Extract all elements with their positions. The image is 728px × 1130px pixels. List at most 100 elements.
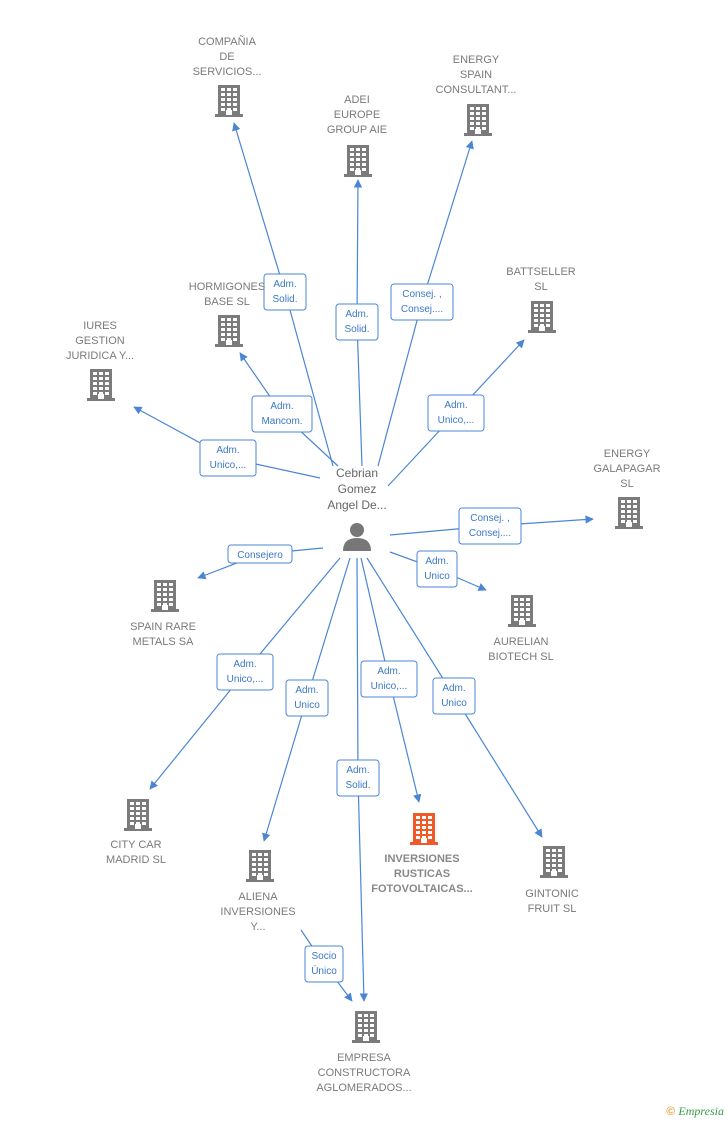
- node-label-empresa[interactable]: EMPRESA: [337, 1052, 391, 1064]
- edge-label-aurelian[interactable]: Adm.Unico: [416, 550, 458, 588]
- edge-label-adei[interactable]: Adm.Solid.: [335, 303, 379, 341]
- building-icon-inversiones[interactable]: [410, 813, 438, 845]
- node-label-empresa[interactable]: CONSTRUCTORA: [318, 1067, 411, 1079]
- building-icon-spain_rare[interactable]: [151, 580, 179, 612]
- node-label-city_car[interactable]: CITY CAR: [110, 839, 161, 851]
- node-label-inversiones[interactable]: FOTOVOLTAICAS...: [371, 883, 472, 895]
- edge-label-text: Mancom.: [261, 416, 302, 427]
- edge-label-city_car[interactable]: Adm.Unico,...: [216, 653, 274, 691]
- edge-label-empresa[interactable]: Adm.Solid.: [336, 759, 380, 797]
- node-label-adei[interactable]: GROUP AIE: [327, 124, 387, 136]
- building-icon-compania[interactable]: [215, 85, 243, 117]
- node-label-compania[interactable]: SERVICIOS...: [193, 66, 262, 78]
- edge-label-iures[interactable]: Adm. Unico,...: [199, 439, 257, 477]
- node-label-spain_rare[interactable]: METALS SA: [133, 636, 195, 648]
- node-label-hormigones[interactable]: HORMIGONES: [189, 281, 265, 293]
- footer-brand[interactable]: © Empresia: [666, 1104, 724, 1119]
- node-label-iures[interactable]: GESTION: [75, 335, 125, 347]
- center-person-label[interactable]: Angel De...: [327, 498, 386, 512]
- edge-label-text: Unico: [441, 698, 467, 709]
- nodes-layer: COMPAÑIA DE SERVICIOS... ADEI EUROPE GROUP AI…: [66, 35, 661, 1094]
- center-person-label[interactable]: Cebrian: [336, 466, 378, 480]
- node-label-hormigones[interactable]: BASE SL: [204, 296, 250, 308]
- node-label-aurelian[interactable]: AURELIAN: [493, 636, 548, 648]
- node-label-energy_spain[interactable]: SPAIN: [460, 69, 492, 81]
- building-icon-hormigones[interactable]: [215, 315, 243, 347]
- edge-label-text: Adm.: [270, 401, 293, 412]
- edge-label-gintonic[interactable]: Adm. Unico: [432, 677, 476, 715]
- edge-label-text: Adm.: [444, 400, 467, 411]
- node-label-aliena[interactable]: ALIENA: [238, 891, 278, 903]
- building-icon-aurelian[interactable]: [508, 595, 536, 627]
- edge-label-inversiones[interactable]: Adm. Unico,...: [360, 660, 418, 698]
- brand-first-letter: E: [678, 1104, 686, 1118]
- building-icon-city_car[interactable]: [124, 799, 152, 831]
- edge-label-text: Adm.: [346, 765, 369, 776]
- node-label-aliena[interactable]: Y...: [250, 921, 265, 933]
- edge-label-energy_galapagar[interactable]: Consej. , Consej....: [458, 507, 522, 545]
- node-label-gintonic[interactable]: FRUIT SL: [528, 903, 577, 915]
- edge-label-text: Adm.: [377, 666, 400, 677]
- building-icon-aliena[interactable]: [246, 850, 274, 882]
- building-icon-energy_galapagar[interactable]: [615, 497, 643, 529]
- node-label-energy_galapagar[interactable]: ENERGY: [604, 448, 651, 460]
- node-label-energy_spain[interactable]: CONSULTANT...: [436, 84, 517, 96]
- edge-label-text: Adm.: [345, 309, 368, 320]
- edge-label-text: Consej. ,: [470, 513, 509, 524]
- edge-label-text: Consej....: [401, 304, 443, 315]
- node-label-adei[interactable]: ADEI: [344, 94, 370, 106]
- node-label-aliena[interactable]: INVERSIONES: [220, 906, 295, 918]
- building-icon-gintonic[interactable]: [540, 846, 568, 878]
- brand-logo: Empresia: [678, 1104, 724, 1118]
- node-label-battseller[interactable]: BATTSELLER: [506, 266, 576, 278]
- edge-label-text: Unico: [294, 700, 320, 711]
- node-label-energy_galapagar[interactable]: SL: [620, 478, 633, 490]
- node-label-inversiones[interactable]: RUSTICAS: [394, 868, 450, 880]
- node-label-empresa[interactable]: AGLOMERADOS...: [316, 1082, 411, 1094]
- node-label-inversiones[interactable]: INVERSIONES: [384, 853, 459, 865]
- node-label-gintonic[interactable]: GINTONIC: [525, 888, 579, 900]
- building-icon-iures[interactable]: [87, 369, 115, 401]
- center-person-label[interactable]: Gomez: [338, 482, 377, 496]
- edge-label-aliena[interactable]: Adm. Unico: [285, 679, 329, 717]
- building-icon-energy_spain[interactable]: [464, 104, 492, 136]
- node-label-aurelian[interactable]: BIOTECH SL: [488, 651, 553, 663]
- edge-label-text: Unico,...: [371, 681, 408, 692]
- edge-label-compania[interactable]: Adm. Solid.: [263, 273, 307, 311]
- node-label-iures[interactable]: JURIDICA Y...: [66, 350, 134, 362]
- node-label-battseller[interactable]: SL: [534, 281, 547, 293]
- node-label-energy_galapagar[interactable]: GALAPAGAR: [593, 463, 660, 475]
- edge-label-battseller[interactable]: Adm. Unico,...: [427, 394, 485, 432]
- node-label-spain_rare[interactable]: SPAIN RARE: [130, 621, 196, 633]
- edge-label-text: Consej. ,: [402, 289, 441, 300]
- node-label-compania[interactable]: COMPAÑIA: [198, 35, 257, 48]
- node-label-city_car[interactable]: MADRID SL: [106, 854, 166, 866]
- person-icon[interactable]: [343, 523, 371, 551]
- copyright-icon: ©: [666, 1104, 676, 1118]
- edge-label-text: Adm.: [442, 683, 465, 694]
- node-label-compania[interactable]: DE: [219, 51, 234, 63]
- edge-label-spain_rare[interactable]: Consejero: [227, 544, 293, 564]
- edge-label-hormigones[interactable]: Adm. Mancom.: [251, 395, 313, 433]
- node-label-iures[interactable]: IURES: [83, 320, 117, 332]
- edge-label-text: Adm.: [233, 659, 256, 670]
- edge-label-text: Socio: [311, 951, 336, 962]
- node-label-energy_spain[interactable]: ENERGY: [453, 54, 500, 66]
- edge-label-text: Adm.: [273, 279, 296, 290]
- edge-label-text: Consej....: [469, 528, 511, 539]
- edge-label-text: Unico,...: [210, 460, 247, 471]
- edge-label-text: Adm.: [425, 556, 448, 567]
- edge-label-text: Adm.: [216, 445, 239, 456]
- edge-label-text: Solid.: [272, 294, 297, 305]
- edge-labels-layer: Adm.Solid.Adm.Solid.Consej. ,Consej....A…: [199, 273, 522, 983]
- building-icon-adei[interactable]: [344, 145, 372, 177]
- node-label-adei[interactable]: EUROPE: [334, 109, 380, 121]
- edge-label-text: Adm.: [295, 685, 318, 696]
- edge-label-text: Unico,...: [438, 415, 475, 426]
- building-icon-battseller[interactable]: [528, 301, 556, 333]
- building-icon-empresa[interactable]: [352, 1011, 380, 1043]
- edge-label-text: Único: [311, 964, 337, 977]
- edge-label-energy_spain[interactable]: Consej. , Consej....: [390, 283, 454, 321]
